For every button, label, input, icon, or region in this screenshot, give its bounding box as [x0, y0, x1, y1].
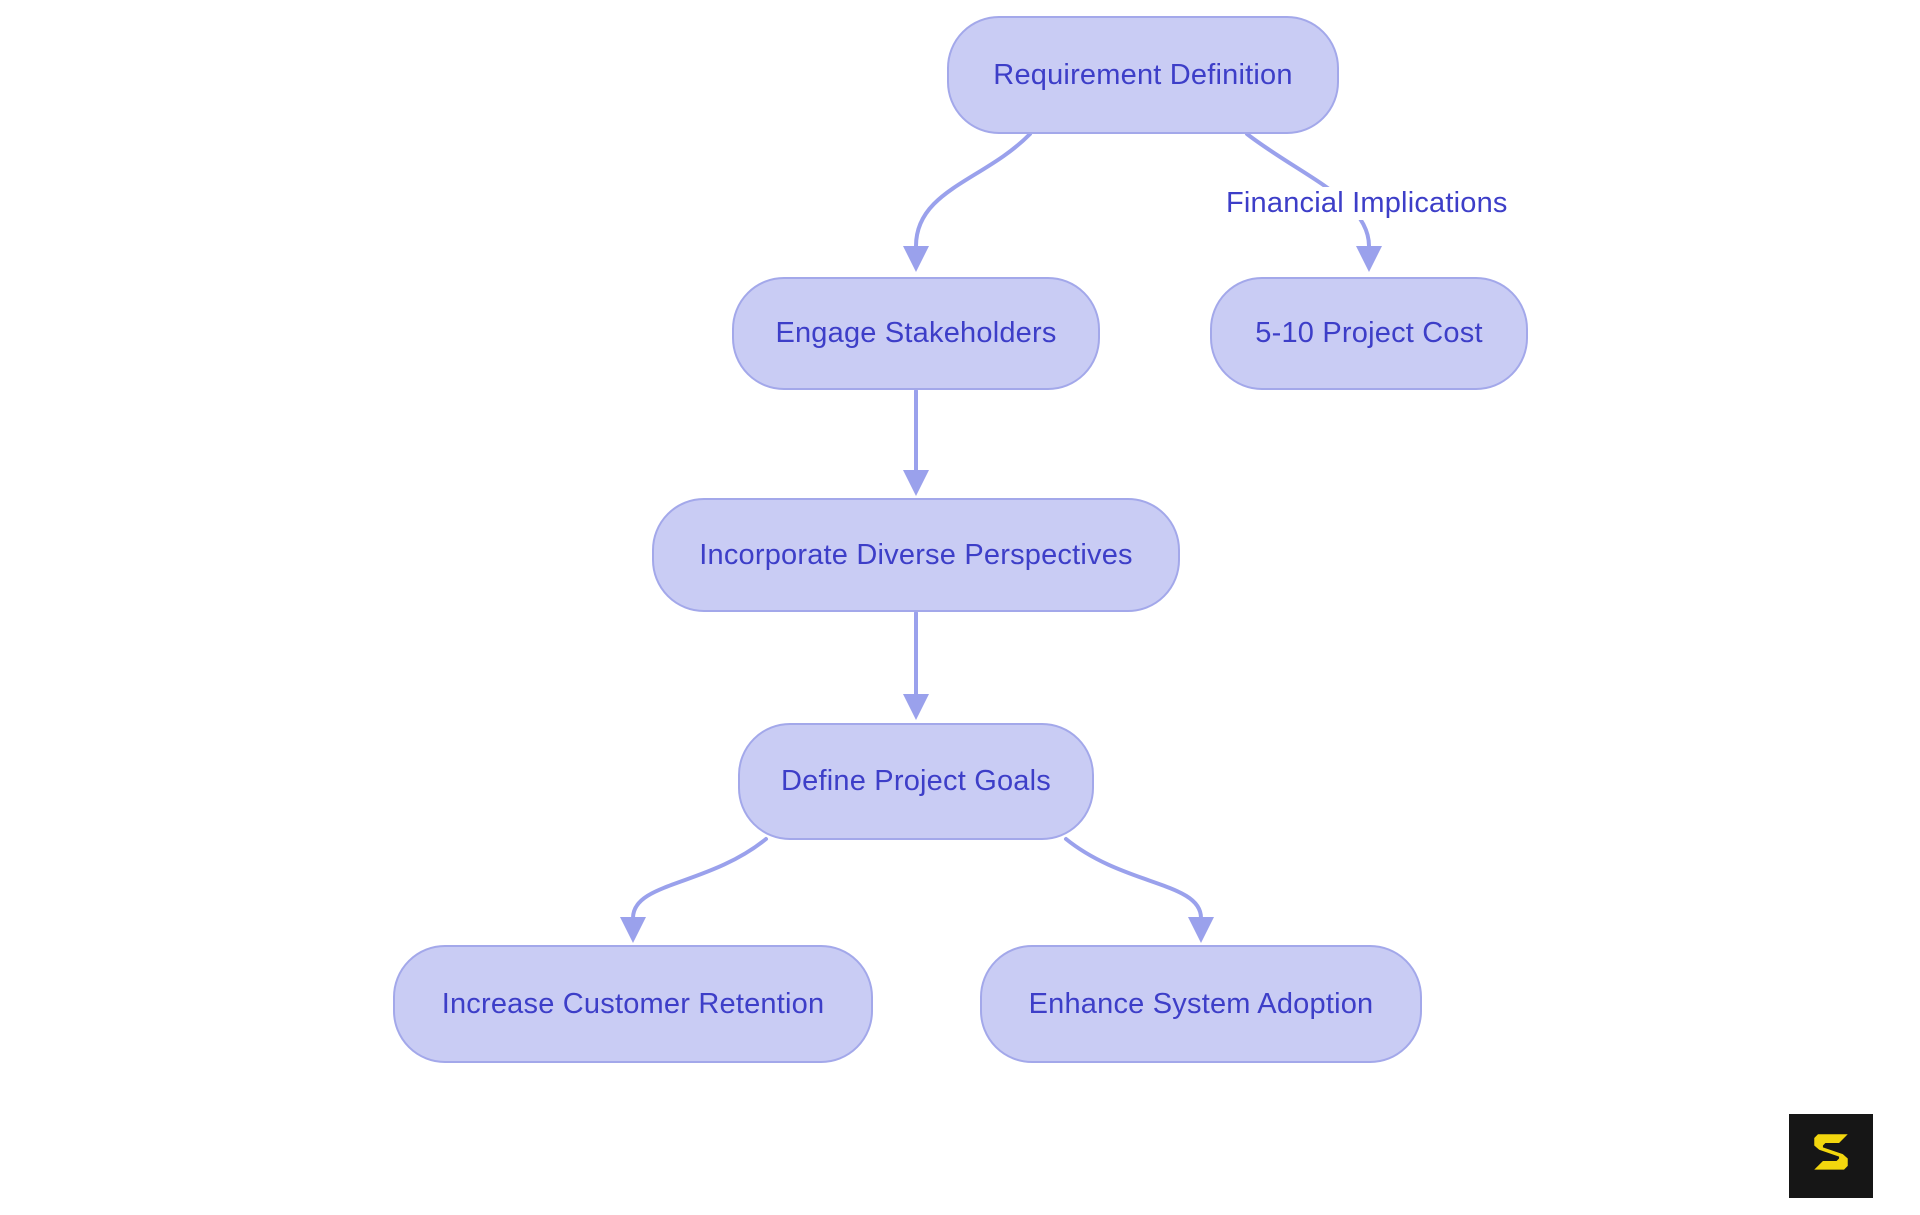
node-label: Incorporate Diverse Perspectives — [699, 538, 1133, 571]
logo-s-icon — [1814, 1134, 1848, 1170]
brand-logo — [1789, 1114, 1873, 1198]
arrowhead-icon — [903, 694, 929, 720]
node-label: Enhance System Adoption — [1028, 987, 1374, 1020]
node-incorporate-diverse-perspectives: Incorporate Diverse Perspectives — [652, 498, 1180, 612]
arrowhead-icon — [903, 470, 929, 496]
edge-label-financial-implications: Financial Implications — [1222, 187, 1512, 220]
node-label: 5-10 Project Cost — [1255, 317, 1483, 349]
node-enhance-system-adoption: Enhance System Adoption — [980, 945, 1422, 1063]
arrowhead-icon — [1356, 246, 1382, 272]
node-label: Define Project Goals — [781, 765, 1051, 797]
arrowhead-icon — [1188, 917, 1214, 943]
edge-define-to-adoption — [1064, 837, 1203, 920]
node-label: Engage Stakeholders — [775, 317, 1057, 349]
edge-requirement-to-engage — [914, 132, 1032, 248]
node-label: Requirement Definition — [993, 58, 1293, 91]
node-increase-customer-retention: Increase Customer Retention — [393, 945, 873, 1063]
arrowhead-icon — [903, 246, 929, 272]
node-engage-stakeholders: Engage Stakeholders — [732, 277, 1100, 390]
node-requirement-definition: Requirement Definition — [947, 16, 1339, 134]
node-define-project-goals: Define Project Goals — [738, 723, 1094, 840]
edge-define-to-retention — [631, 837, 768, 920]
node-project-cost: 5-10 Project Cost — [1210, 277, 1528, 390]
arrowhead-icon — [620, 917, 646, 943]
node-label: Increase Customer Retention — [441, 987, 825, 1020]
